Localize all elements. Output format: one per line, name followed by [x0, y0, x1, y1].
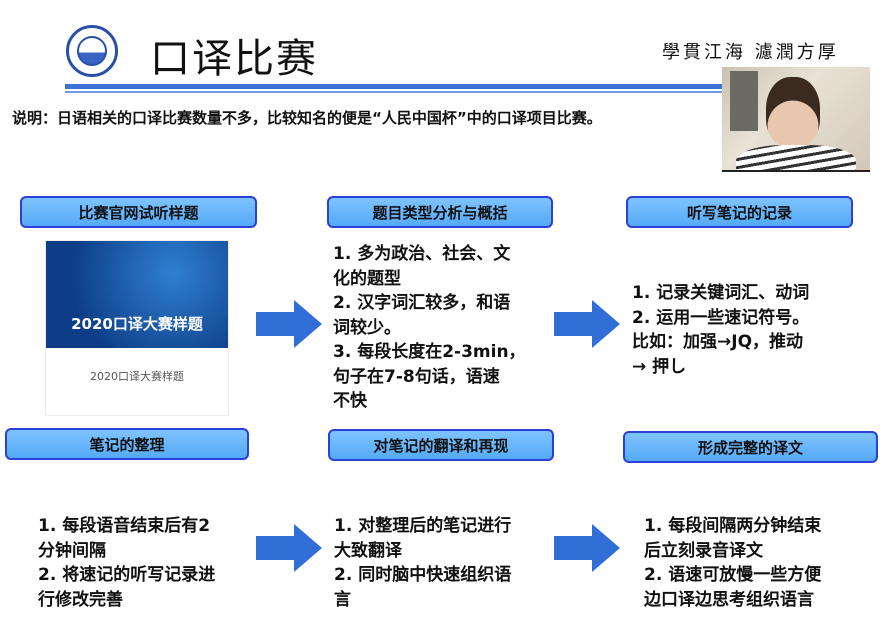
headset-banner: 2020口译大赛样题	[46, 241, 228, 348]
arrow-right-icon	[554, 300, 620, 348]
text-line: 1. 每段语音结束后有2	[38, 516, 211, 536]
text-line: 言	[334, 589, 351, 610]
text-line: 2. 汉字词汇较多，和语	[333, 293, 511, 313]
slide-title: 口译比赛	[150, 36, 318, 82]
text-line: 大致翻译	[334, 540, 402, 561]
text-line: 3. 每段长度在2-3min，	[333, 342, 526, 362]
translate-text: 1. 对整理后的笔记进行大致翻译 2. 同时脑中快速组织语言	[334, 514, 511, 612]
text-line: 行修改完善	[38, 589, 123, 610]
step-header-analysis: 题目类型分析与概括	[327, 196, 553, 228]
text-line: 1. 记录关键词汇、动词	[632, 283, 810, 303]
text-line: 2. 将速记的听写记录进	[38, 565, 216, 585]
arrow-right-icon	[256, 524, 322, 572]
text-line: 1. 多为政治、社会、文	[333, 244, 511, 264]
text-line: 不快	[333, 391, 367, 411]
title-rule-thin	[65, 91, 725, 93]
organize-text: 1. 每段语音结束后有2 分钟间隔 2. 将速记的听写记录进行修改完善	[38, 514, 215, 612]
text-line: 后立刻录音译文	[644, 540, 763, 561]
sample-thumbnail[interactable]: 2020口译大赛样题 2020口译大赛样题	[45, 240, 229, 416]
text-line: → 押し	[632, 356, 687, 377]
final-text: 1. 每段间隔两分钟结束后立刻录音译文 2. 语速可放慢一些方便边口译边思考组织语…	[644, 514, 821, 612]
banner-text: 2020口译大赛样题	[71, 315, 203, 333]
webcam-video	[722, 67, 870, 172]
step-header-organize: 笔记的整理	[5, 428, 249, 460]
analysis-text: 1. 多为政治、社会、文化的题型 2. 汉字词汇较多，和语词较少。 3. 每段长度在…	[333, 242, 526, 414]
text-line: 1. 每段间隔两分钟结束	[644, 516, 822, 536]
text-line: 2. 运用一些速记符号。	[632, 307, 810, 328]
step-header-translate: 对笔记的翻译和再现	[328, 429, 554, 461]
text-line: 句子在7-8句话，语速	[333, 366, 500, 387]
motto: 學貫江海 濾潤方厚	[662, 42, 839, 63]
text-line: 词较少。	[333, 317, 401, 338]
step-header-dictation: 听写笔记的记录	[626, 196, 853, 228]
text-line: 比如：加强→JQ，推动	[632, 332, 804, 352]
description: 说明：日语相关的口译比赛数量不多，比较知名的便是“人民中国杯”中的口译项目比赛。	[12, 109, 602, 127]
thumbnail-caption: 2020口译大赛样题	[90, 370, 184, 383]
arrow-right-icon	[256, 300, 322, 348]
university-logo	[66, 25, 118, 77]
arrow-right-icon	[554, 524, 620, 572]
step-header-final: 形成完整的译文	[623, 431, 878, 463]
dictation-text: 1. 记录关键词汇、动词 2. 运用一些速记符号。比如：加强→JQ，推动 → 押し	[632, 281, 809, 379]
text-line: 分钟间隔	[38, 540, 106, 561]
title-rule	[65, 84, 725, 89]
text-line: 2. 语速可放慢一些方便	[644, 565, 822, 585]
text-line: 1. 对整理后的笔记进行	[334, 516, 512, 536]
text-line: 边口译边思考组织语言	[644, 589, 814, 610]
step-header-sample: 比赛官网试听样题	[20, 196, 257, 228]
text-line: 化的题型	[333, 268, 401, 289]
text-line: 2. 同时脑中快速组织语	[334, 565, 512, 585]
